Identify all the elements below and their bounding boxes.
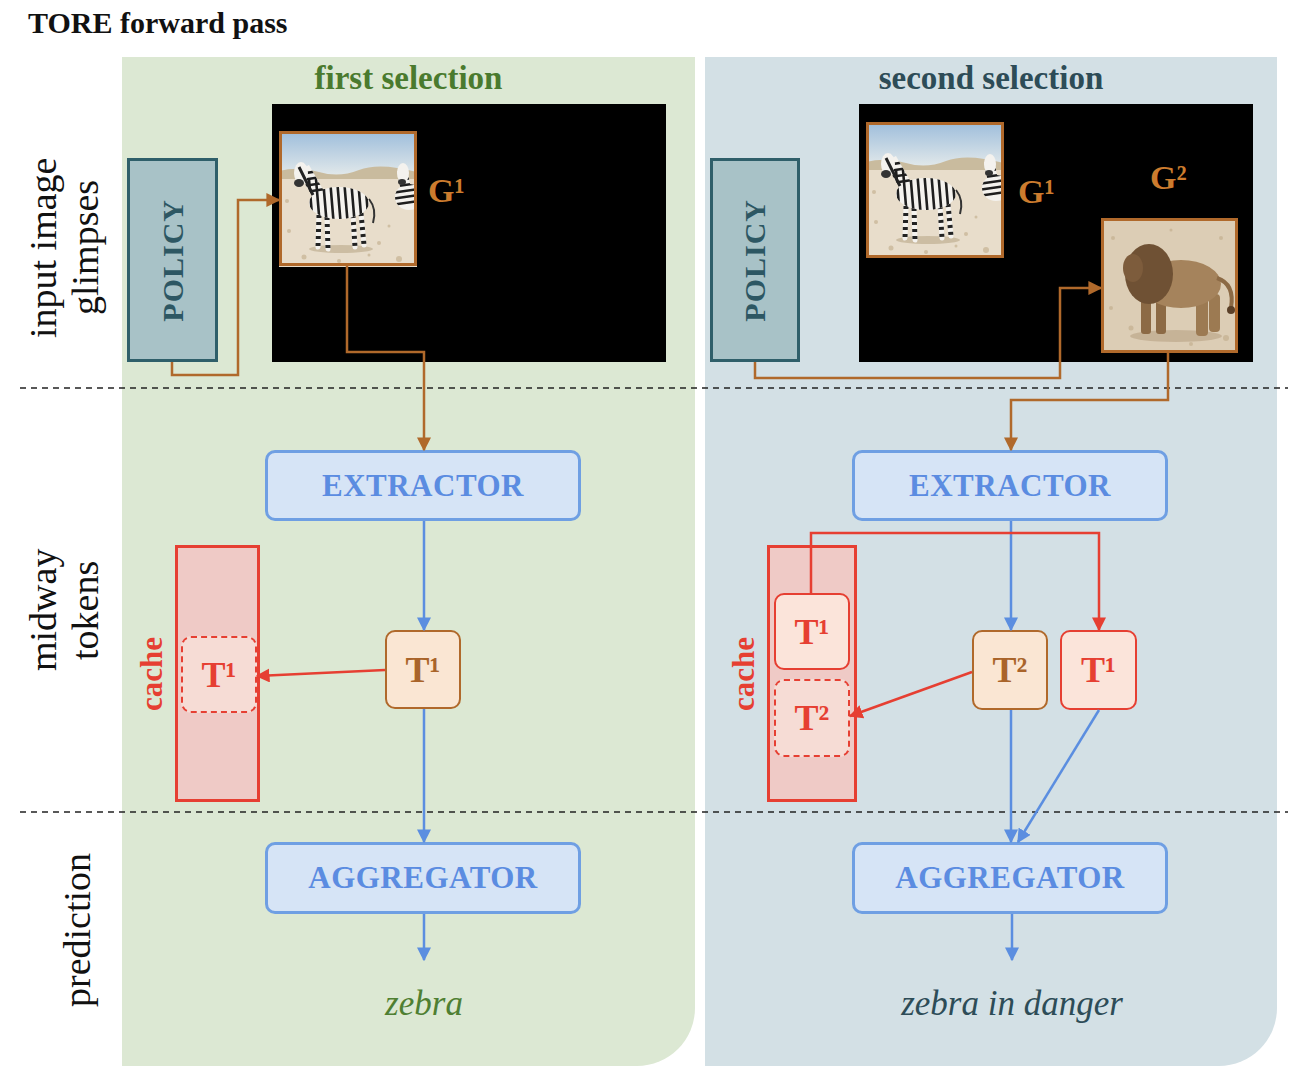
glimpse-label: G² — [1150, 159, 1187, 197]
cached-token-box: T¹ — [181, 636, 257, 713]
prediction-output-holder: zebra in danger — [862, 978, 1162, 1030]
cache-box: cacheT¹T² — [767, 545, 857, 802]
row-label: midway tokens — [23, 515, 107, 705]
row-label-holder: midway tokens — [20, 515, 110, 705]
output-arrow — [423, 914, 426, 960]
image-canvas — [272, 104, 666, 362]
image-canvas — [859, 104, 1253, 362]
token-box: T¹ — [774, 593, 850, 670]
cache-label: cache — [726, 636, 762, 710]
cache-label: cache — [134, 636, 170, 710]
policy-box: POLICY — [710, 158, 800, 362]
glimpse-box: G¹ — [866, 122, 1004, 258]
prediction-output: zebra in danger — [901, 985, 1123, 1024]
token-label: T² — [795, 697, 830, 739]
zebra-glimpse-image — [866, 122, 1004, 258]
row-label-holder: prediction — [33, 820, 123, 1040]
prediction-output: zebra — [385, 985, 463, 1024]
diagram-title: TORE forward pass — [28, 6, 287, 40]
row-label: prediction — [57, 820, 99, 1040]
module-box: EXTRACTOR — [265, 450, 581, 521]
module-label: AGGREGATOR — [308, 860, 538, 896]
row-label-holder: input image glimpses — [20, 135, 110, 360]
token-box: T² — [972, 630, 1048, 710]
lion-glimpse-image — [1101, 218, 1238, 353]
token-label: T¹ — [1081, 649, 1116, 691]
panel-heading: first selection — [122, 59, 695, 97]
glimpse-box: G² — [1101, 218, 1238, 353]
module-label: AGGREGATOR — [895, 860, 1125, 896]
module-box: AGGREGATOR — [265, 842, 581, 914]
token-box: T¹ — [385, 630, 461, 709]
module-label: EXTRACTOR — [322, 468, 524, 504]
panel-heading: second selection — [705, 59, 1277, 97]
glimpse-label: G¹ — [428, 172, 465, 210]
glimpse-label: G¹ — [1018, 173, 1055, 211]
token-box: T¹ — [1060, 630, 1137, 710]
token-label: T² — [993, 649, 1028, 691]
prediction-output-holder: zebra — [300, 978, 548, 1030]
token-label: T¹ — [795, 611, 830, 653]
output-arrow — [1011, 914, 1014, 960]
zebra-glimpse-image — [279, 131, 417, 267]
glimpse-box: G¹ — [279, 131, 417, 266]
policy-label: POLICY — [156, 199, 190, 322]
module-box: AGGREGATOR — [852, 842, 1168, 914]
token-label: T¹ — [406, 649, 441, 691]
cached-token-box: T² — [774, 679, 850, 757]
cache-box: cacheT¹ — [175, 545, 260, 802]
module-label: EXTRACTOR — [909, 468, 1111, 504]
policy-box: POLICY — [127, 158, 218, 362]
module-box: EXTRACTOR — [852, 450, 1168, 521]
token-label: T¹ — [202, 654, 237, 696]
policy-label: POLICY — [738, 199, 772, 322]
row-label: input image glimpses — [23, 135, 107, 360]
